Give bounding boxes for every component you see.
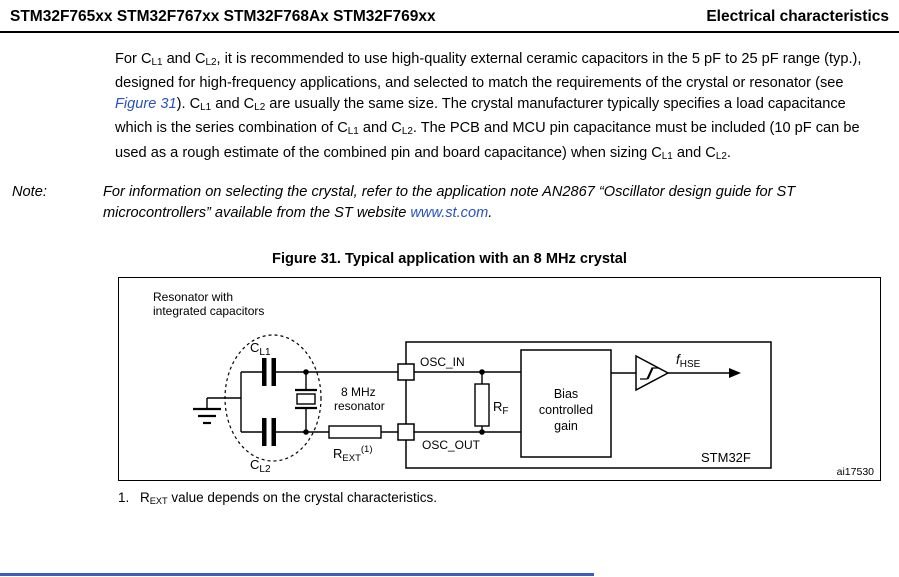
subscript: L2 [715, 150, 727, 162]
stm32f-outline [405, 340, 772, 469]
figure-31-link[interactable]: Figure 31 [115, 96, 177, 113]
text-run: and C [358, 120, 402, 137]
hse-output-arrow [668, 367, 741, 378]
text-run: . [726, 144, 731, 161]
rf-resistor [474, 368, 490, 435]
figure-id: ai17530 [837, 466, 875, 478]
osc-in-pin [397, 362, 415, 381]
svg-text:controlled: controlled [539, 403, 593, 417]
body-paragraph: For CL1 and CL2, it is recommended to us… [115, 49, 884, 167]
page-header: STM32F765xx STM32F767xx STM32F768Ax STM3… [0, 0, 899, 33]
bias-gain-label: Bias controlled gain [539, 387, 593, 433]
note-label: Note: [12, 183, 47, 200]
hysteresis-icon [640, 367, 659, 380]
rf-label: RF [493, 399, 509, 417]
capacitor-cl2 [262, 417, 276, 446]
resonator-label: Resonator with integrated capacitors [153, 290, 264, 318]
subscript: L1 [661, 150, 673, 162]
text-run: . The PCB and MCU pin capacitance must b… [115, 120, 860, 161]
text-run: , it is recommended to use high-quality … [115, 51, 862, 92]
header-section-title: Electrical characteristics [706, 8, 889, 25]
text-run: . [488, 204, 493, 221]
figure-title: Figure 31. Typical application with an 8… [272, 250, 627, 267]
text-run: are usually the same size. The crystal m… [115, 96, 846, 137]
bias-gain-box [520, 348, 612, 458]
osc-out-pin [397, 422, 415, 441]
capacitor-cl1 [262, 357, 276, 386]
text-run: For information on selecting the crystal… [103, 183, 796, 221]
capacitor-cl1-label: CL1 [250, 340, 271, 358]
note-block: Note: For information on selecting the c… [0, 182, 899, 224]
capacitor-cl2-label: CL2 [250, 457, 271, 475]
svg-text:integrated capacitors: integrated capacitors [153, 304, 264, 318]
header-part-numbers: STM32F765xx STM32F767xx STM32F768Ax STM3… [10, 8, 436, 25]
text-run: value depends on the crystal characteris… [167, 489, 437, 505]
figure-footnote: 1. REXT value depends on the crystal cha… [118, 489, 899, 510]
ground-symbol [193, 370, 262, 433]
footnote-number: 1. [118, 489, 130, 505]
text-run: R [140, 489, 150, 505]
note-text: For information on selecting the crystal… [103, 182, 884, 224]
stm32f-label: STM32F [701, 450, 751, 465]
fhse-label: fHSE [676, 352, 701, 370]
crystal-circuit-diagram: Resonator with integrated capacitors CL1… [153, 290, 875, 478]
crystal-symbol [295, 368, 317, 435]
text-run: and C [162, 51, 206, 67]
rext-resistor [276, 424, 521, 439]
footer-divider [0, 573, 594, 576]
resonator-8mhz-label: 8 MHz resonator [334, 385, 385, 413]
subscript: L2 [401, 126, 413, 138]
text-run: For C [115, 51, 152, 67]
text-run: and C [672, 144, 716, 161]
svg-text:Bias: Bias [554, 387, 578, 401]
subscript: L2 [205, 57, 217, 69]
svg-text:8 MHz: 8 MHz [341, 385, 376, 399]
amplifier-icon [611, 354, 670, 391]
svg-text:Resonator with: Resonator with [153, 290, 233, 304]
rext-label: REXT(1) [333, 444, 373, 464]
st-website-link[interactable]: www.st.com [410, 204, 489, 221]
svg-text:gain: gain [554, 419, 578, 433]
osc-out-label: OSC_OUT [422, 438, 481, 452]
subscript: L2 [254, 102, 266, 114]
footnote-text: REXT value depends on the crystal charac… [140, 489, 437, 510]
svg-text:resonator: resonator [334, 399, 385, 413]
figure-31: Resonator with integrated capacitors CL1… [118, 276, 881, 481]
subscript: EXT [149, 495, 168, 506]
subscript: L1 [200, 102, 212, 114]
subscript: L1 [347, 126, 359, 138]
subscript: L1 [151, 57, 163, 69]
text-run: and C [211, 96, 255, 113]
text-run: ). C [176, 96, 201, 113]
osc-in-label: OSC_IN [420, 355, 465, 369]
